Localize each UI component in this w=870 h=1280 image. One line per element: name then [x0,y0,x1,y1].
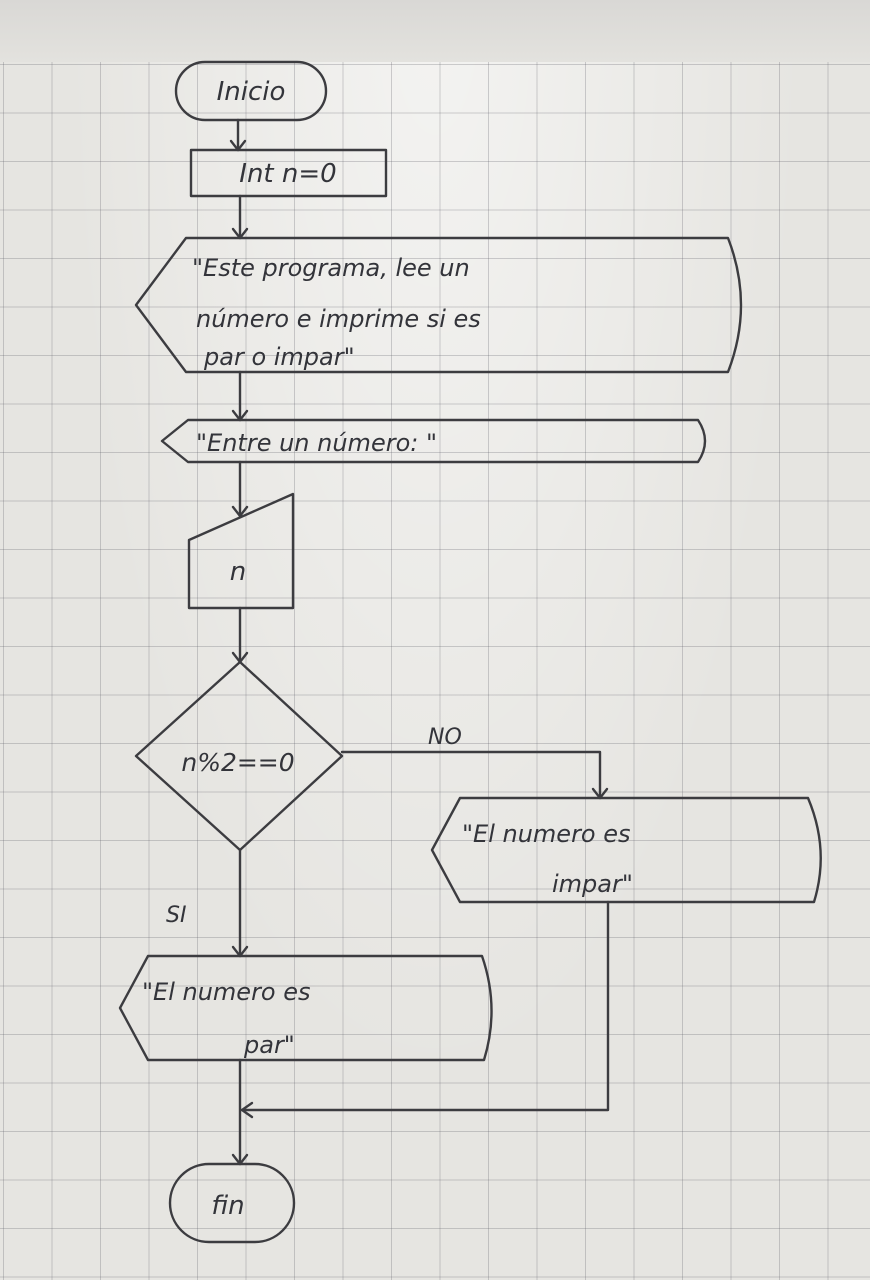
si-label: SI [166,903,186,928]
intro-line-2: número e imprime si es [196,305,481,333]
odd-line-2: impar" [552,870,633,898]
intro-line-3: par o impar" [203,343,355,371]
prompt-display-shape [160,418,707,464]
even-display-shape [118,954,493,1062]
decision-condition: n%2==0 [181,748,294,777]
odd-merge-line [240,900,610,1112]
start-terminator: Inicio [174,60,328,122]
end-terminator: fin [168,1162,296,1244]
manual-input: n [187,492,295,610]
no-branch-line [340,750,602,800]
arrowhead-input [231,505,249,518]
declaration-process: Int n=0 [189,148,388,198]
arrowhead-merge [240,1101,254,1119]
odd-display-shape [430,796,822,904]
paper-top-margin [0,0,870,62]
prompt-text: "Entre un número: " [196,429,437,457]
decision: n%2==0 [134,660,344,852]
intro-display-shape [134,236,743,374]
even-display: "El numero es par" [118,954,493,1062]
even-line-1: "El numero es [142,978,311,1006]
prompt-display: "Entre un número: " [160,418,707,464]
declaration-text: Int n=0 [239,159,336,189]
manual-input-shape [187,492,295,610]
intro-line-1: "Este programa, lee un [192,254,470,282]
no-label: NO [428,725,462,750]
start-terminator-shape [174,60,328,122]
end-label: fin [211,1191,244,1221]
odd-line-1: "El numero es [462,820,631,848]
end-terminator-shape [168,1162,296,1244]
start-label: Inicio [217,77,286,107]
intro-display: "Este programa, lee un número e imprime … [134,236,743,374]
declaration-box [189,148,388,198]
even-line-2: par" [243,1031,295,1059]
input-variable: n [230,557,246,587]
odd-display: "El numero es impar" [430,796,822,904]
